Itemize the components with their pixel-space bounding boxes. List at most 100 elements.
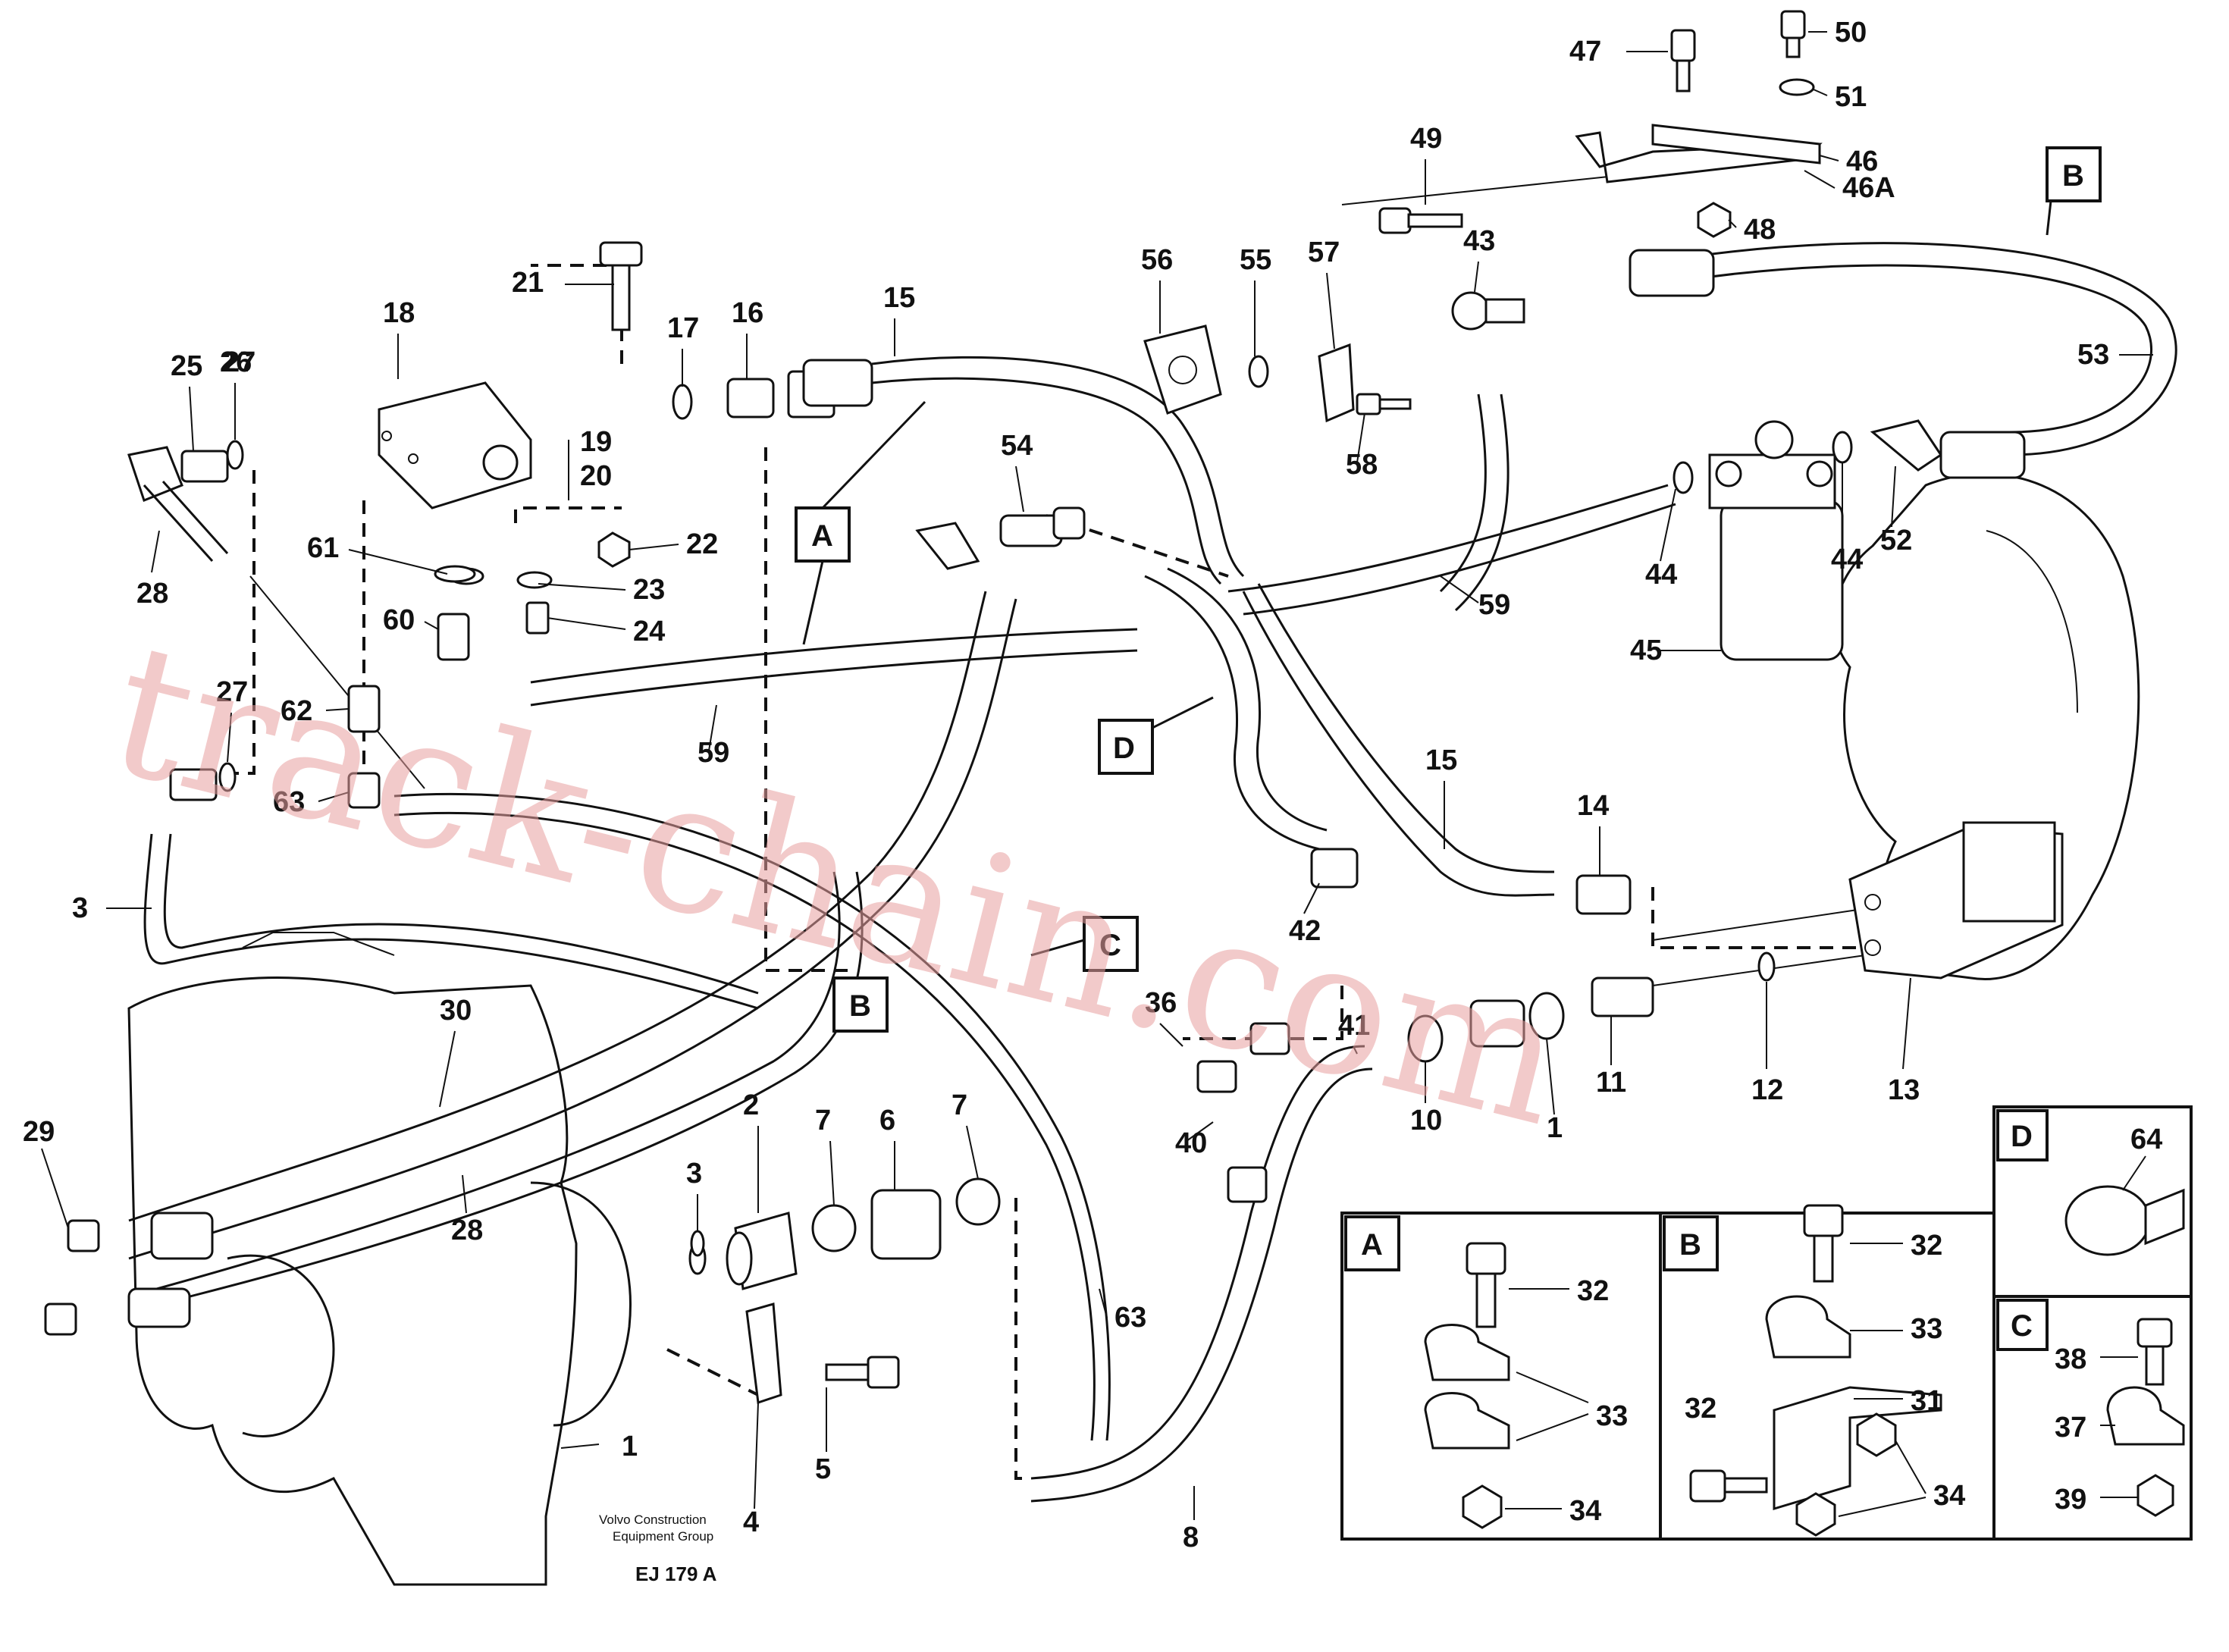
pump-unit	[1848, 821, 2064, 980]
svg-text:37: 37	[2055, 1412, 2086, 1444]
svg-text:38: 38	[2055, 1343, 2086, 1375]
leader-line-52	[1891, 466, 1896, 528]
leader-line-25	[189, 386, 194, 452]
callout-box-B-top: B	[2046, 146, 2102, 236]
svg-text:D: D	[2011, 1120, 2033, 1153]
leader-line-30	[439, 1030, 456, 1108]
svg-text:34: 34	[1569, 1495, 1601, 1527]
leader-line-59	[1440, 575, 1479, 603]
part-label-1: 1	[622, 1431, 638, 1462]
leader-line-1	[1546, 1038, 1555, 1115]
svg-text:D: D	[1113, 732, 1135, 765]
leader-line-44	[1660, 488, 1676, 562]
oil-filter	[1708, 420, 1844, 661]
part-label-62: 62	[281, 695, 312, 727]
part-label-1: 1	[1547, 1112, 1563, 1144]
callout-box-C: C	[1030, 916, 1139, 972]
part-label-45: 45	[1630, 635, 1662, 666]
part-label-46A: 46A	[1842, 172, 1895, 204]
leader-line-63	[1099, 1288, 1108, 1318]
part-label-53: 53	[2077, 339, 2109, 371]
svg-text:32: 32	[1911, 1230, 1942, 1262]
leader-line-23	[538, 583, 626, 591]
part-label-40: 40	[1175, 1127, 1207, 1159]
leader-line-36	[1159, 1023, 1183, 1047]
svg-text:track-chain.com: track-chain.com	[92, 602, 1583, 1167]
footer: Volvo Construction Equipment Group EJ 17…	[599, 1513, 717, 1585]
part-label-44: 44	[1831, 544, 1863, 575]
mounting-bracket	[1575, 124, 1823, 183]
svg-text:B: B	[849, 989, 871, 1023]
part-label-29: 29	[23, 1116, 55, 1148]
svg-text:EJ 179 A: EJ 179 A	[635, 1563, 717, 1585]
inset-A: A 32 33 34	[1340, 1212, 1662, 1541]
part-label-30: 30	[440, 995, 472, 1027]
leader-line-27	[227, 712, 232, 763]
svg-text:Volvo Construction: Volvo Construction	[599, 1513, 707, 1527]
leader-line-28	[151, 530, 160, 573]
part-label-26: 26	[220, 346, 252, 378]
callout-box-A: A	[795, 400, 926, 645]
part-label-15: 15	[883, 282, 915, 314]
part-label-28: 28	[136, 578, 168, 610]
part-label-21: 21	[512, 267, 544, 299]
part-label-46: 46	[1846, 146, 1878, 177]
dashed-connectors	[227, 264, 1865, 1480]
part-label-4: 4	[743, 1506, 759, 1538]
part-label-50: 50	[1835, 17, 1867, 49]
part-label-2: 2	[743, 1089, 759, 1121]
inset-D: D 64	[1992, 1105, 2193, 1298]
part-label-43: 43	[1463, 225, 1495, 257]
leader-line-46	[1819, 155, 1839, 161]
part-label-24: 24	[633, 616, 665, 647]
part-label-42: 42	[1289, 915, 1321, 947]
part-label-48: 48	[1744, 214, 1776, 246]
part-label-14: 14	[1577, 790, 1609, 822]
part-label-7: 7	[815, 1105, 831, 1136]
svg-text:C: C	[2011, 1309, 2033, 1343]
leader-line-40	[1186, 1121, 1214, 1142]
gearbox-housing	[1832, 472, 2140, 980]
svg-text:31: 31	[1911, 1385, 1942, 1417]
part-label-58: 58	[1346, 449, 1378, 481]
leader-line-58	[1356, 412, 1365, 463]
part-label-27: 27	[224, 346, 256, 378]
leader-line-57	[1326, 272, 1335, 350]
inset-C: C 38 37 39	[1992, 1295, 2193, 1541]
leader-line-43	[1474, 261, 1479, 293]
part-label-47: 47	[1569, 36, 1601, 67]
leader-line-24	[547, 617, 626, 630]
svg-text:33: 33	[1911, 1313, 1942, 1345]
svg-text:B: B	[2062, 159, 2084, 193]
part-label-3: 3	[686, 1158, 702, 1190]
leader-line-59	[708, 704, 717, 751]
part-label-54: 54	[1001, 430, 1033, 462]
svg-text:A: A	[811, 519, 833, 553]
small-parts	[44, 10, 2026, 1405]
part-label-17: 17	[667, 312, 699, 344]
transmission-housing	[127, 932, 632, 1586]
svg-text:39: 39	[2055, 1484, 2086, 1516]
leader-line-63	[318, 792, 350, 802]
part-label-44: 44	[1645, 559, 1677, 591]
leader-line-60	[424, 621, 439, 630]
part-label-22: 22	[686, 528, 718, 560]
callout-box-B-lower: B	[832, 976, 889, 1033]
part-label-55: 55	[1240, 244, 1271, 276]
leader-line-51	[1813, 89, 1828, 96]
leader-line-62	[325, 708, 350, 711]
svg-text:34: 34	[1933, 1480, 1965, 1512]
leader-line-42	[1303, 882, 1320, 914]
part-label-20: 20	[580, 460, 612, 492]
leader-line-7	[966, 1125, 979, 1180]
svg-text:A: A	[1361, 1228, 1383, 1262]
part-label-63: 63	[1114, 1302, 1146, 1334]
svg-text:C: C	[1099, 929, 1121, 962]
part-label-36: 36	[1145, 987, 1177, 1019]
part-label-13: 13	[1888, 1074, 1920, 1106]
part-label-15: 15	[1425, 744, 1457, 776]
leader-line-48	[1728, 219, 1737, 228]
part-label-57: 57	[1308, 237, 1340, 268]
